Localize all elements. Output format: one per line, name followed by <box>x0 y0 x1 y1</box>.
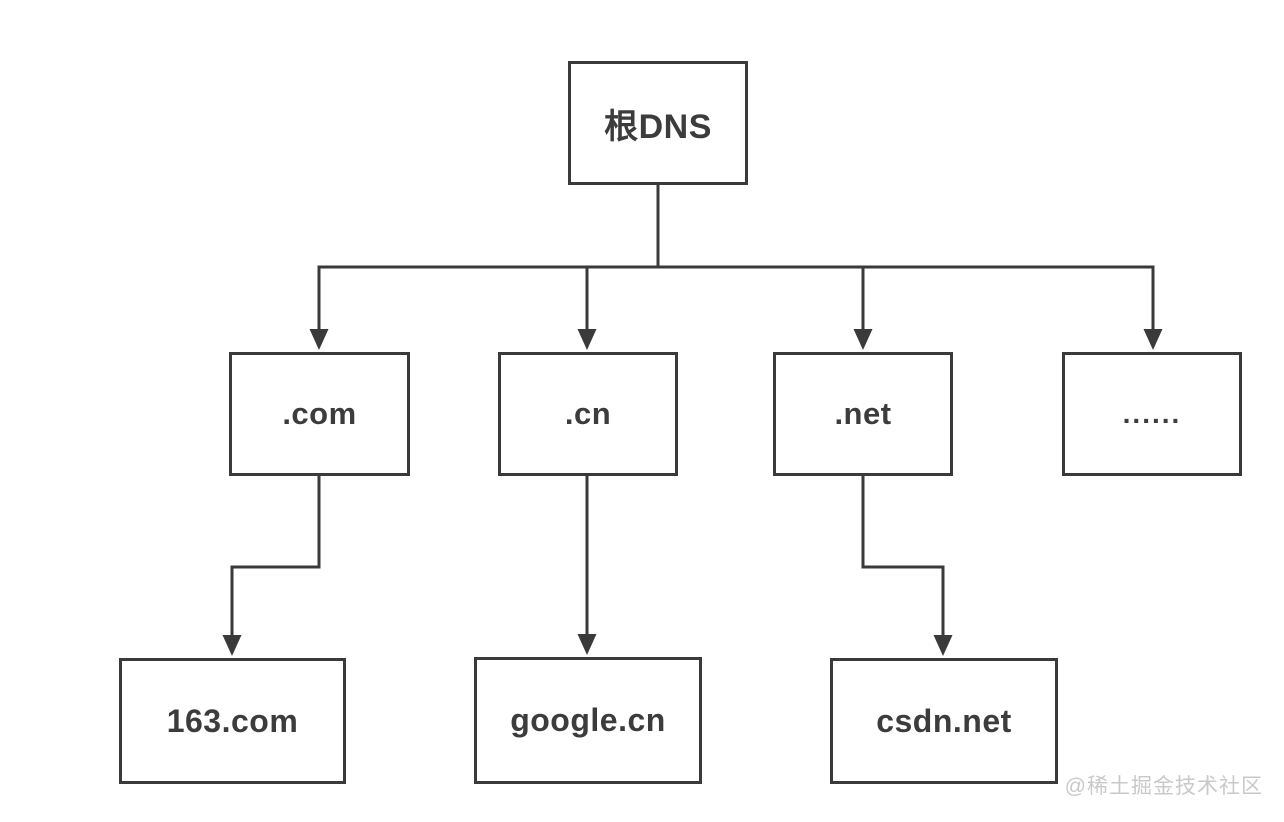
node-tld-com-label: .com <box>282 396 357 431</box>
arrowhead-163 <box>222 635 242 656</box>
arrowhead-ellipsis <box>1143 329 1163 350</box>
arrowhead-google <box>577 634 597 655</box>
arrowhead-net <box>853 329 873 350</box>
node-tld-ellipsis: ...... <box>1062 352 1242 476</box>
watermark: @稀土掘金技术社区 <box>1064 775 1263 798</box>
node-root-dns-label: 根DNS <box>604 107 712 146</box>
node-tld-ellipsis-label: ...... <box>1122 398 1182 430</box>
node-domain-163com-label: 163.com <box>166 702 299 739</box>
node-tld-cn-label: .cn <box>564 396 612 431</box>
node-tld-cn: .cn <box>498 352 678 476</box>
node-domain-csdnnet: csdn.net <box>830 658 1058 784</box>
node-tld-com: .com <box>229 352 410 476</box>
arrowhead-csdn <box>933 635 953 656</box>
node-domain-googlecn-label: google.cn <box>510 702 666 738</box>
arrowhead-cn <box>577 329 597 350</box>
edge-com-to-163 <box>230 476 321 638</box>
node-root-dns: 根DNS <box>568 61 748 185</box>
node-domain-163com: 163.com <box>119 658 346 784</box>
node-tld-net: .net <box>773 352 953 476</box>
node-domain-googlecn: google.cn <box>474 657 702 784</box>
node-domain-csdnnet-label: csdn.net <box>876 702 1012 739</box>
edge-net-to-csdn <box>861 476 945 638</box>
node-tld-net-label: .net <box>834 396 892 431</box>
arrowhead-com <box>309 329 329 350</box>
